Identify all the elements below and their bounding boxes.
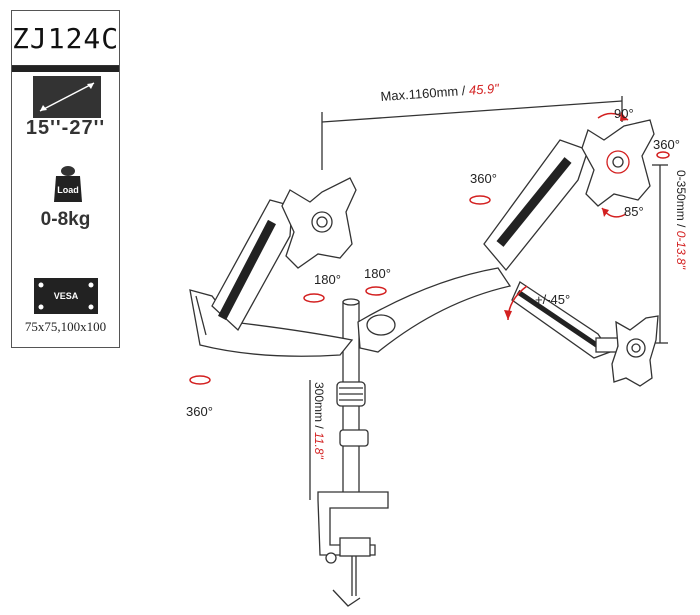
pole-inch: 11.8" bbox=[312, 432, 326, 459]
pole-mm: 300mm / bbox=[312, 382, 326, 433]
rotation-arrow-icon bbox=[365, 286, 387, 296]
right-lower-arm bbox=[357, 267, 512, 353]
rotation-arrow-icon bbox=[469, 195, 491, 205]
divider bbox=[12, 66, 119, 72]
weight-capacity: 0-8kg bbox=[40, 209, 91, 230]
rotate-right-label: 360° bbox=[653, 137, 680, 152]
rotation-arrow-icon bbox=[189, 375, 211, 385]
reach-inch: 45.9" bbox=[468, 80, 500, 98]
swivel-range-label: +/-45° bbox=[535, 292, 571, 307]
vesa-label: VESA bbox=[54, 291, 79, 301]
monitor-diagonal-icon bbox=[33, 76, 101, 118]
swivel-left-label: 180° bbox=[314, 272, 341, 287]
load-label: Load bbox=[57, 185, 79, 195]
vesa-plate-icon: VESA bbox=[34, 278, 98, 314]
height-dimension-label: 0-350mm / 0-13.8" bbox=[674, 170, 688, 269]
vesa-sizes: 75x75,100x100 bbox=[24, 319, 107, 334]
height-mm: 0-350mm / bbox=[674, 170, 688, 231]
rotate-top-label: 360° bbox=[470, 171, 497, 186]
screen-size: 15''-27'' bbox=[25, 117, 106, 139]
tilt-up-label: 90° bbox=[614, 106, 634, 121]
rotation-arrow-icon bbox=[303, 293, 325, 303]
tilt-down-label: 85° bbox=[624, 204, 644, 219]
rotation-arrow-icon bbox=[656, 151, 670, 159]
swivel-right-label: 180° bbox=[364, 266, 391, 281]
pole-dimension-label: 300mm / 11.8" bbox=[312, 382, 326, 459]
load-weight-icon: Load bbox=[54, 166, 82, 202]
reach-dimension-line bbox=[321, 100, 623, 123]
left-lower-arm bbox=[189, 289, 354, 357]
rotate-base-label: 360° bbox=[186, 404, 213, 419]
height-inch: 0-13.8" bbox=[674, 230, 688, 269]
spec-panel: ZJ124C 15''-27'' Load 0-8kg VESA 75x75,1… bbox=[11, 10, 120, 348]
